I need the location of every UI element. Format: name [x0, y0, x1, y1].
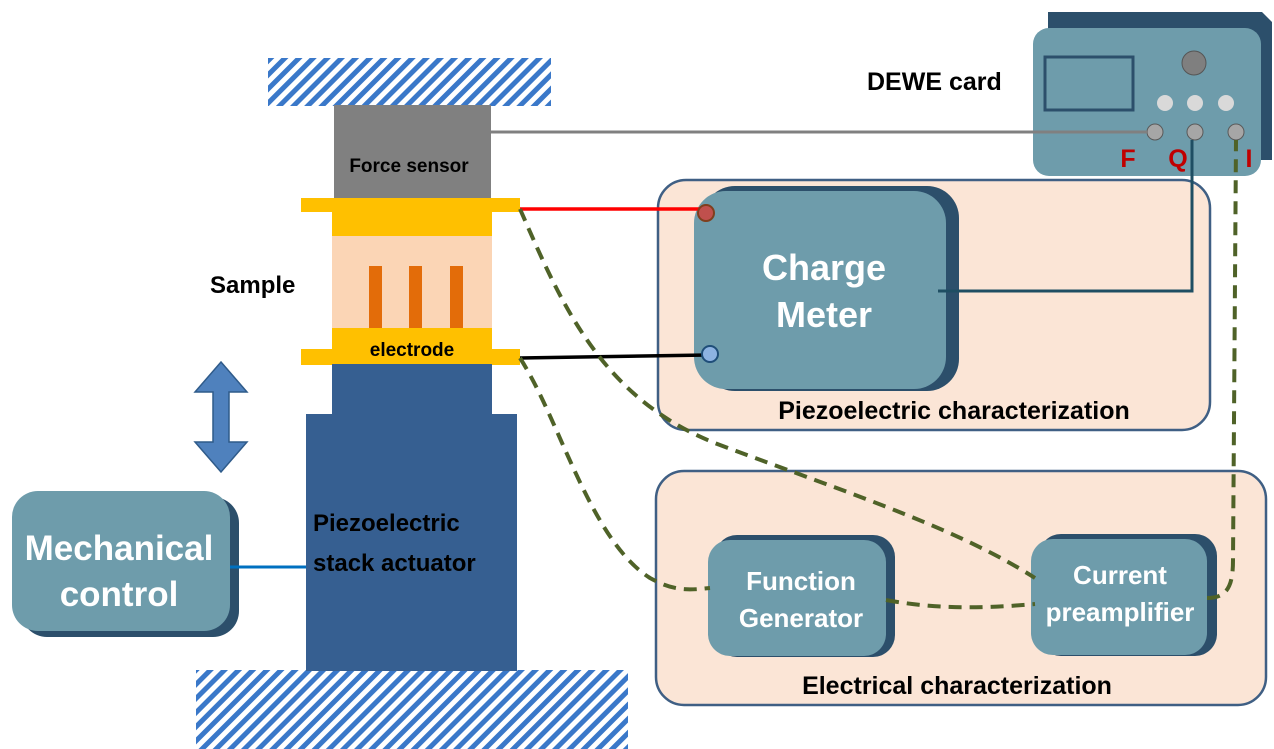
- dewe-card-button[interactable]: [1187, 95, 1203, 111]
- dashed-wire-function-generator-to-preamplifier: [885, 598, 1036, 610]
- dewe-card-port-i[interactable]: [1227, 123, 1245, 141]
- sample: [332, 234, 492, 330]
- port-label-i: I: [1246, 145, 1253, 173]
- electrical-characterization-label: Electrical characterization: [802, 672, 1112, 700]
- dewe-card-button[interactable]: [1157, 95, 1173, 111]
- bottom-fixed-support: [196, 670, 628, 749]
- actuator-label-line1: Piezoelectric: [313, 510, 460, 537]
- dewe-card[interactable]: F Q I: [1033, 12, 1272, 176]
- piezoelectric-stack-actuator: Piezoelectric stack actuator: [306, 364, 517, 671]
- movement-double-arrow: [193, 360, 249, 474]
- force-sensor-label: Force sensor: [349, 156, 469, 177]
- sample-fiber: [409, 266, 422, 330]
- force-sensor: Force sensor: [334, 105, 491, 199]
- function-generator-box[interactable]: Function Generator: [708, 535, 895, 657]
- dashed-wire-preamplifier-to-dewe-i: [1206, 139, 1238, 600]
- function-generator-label-line2: Generator: [739, 603, 863, 633]
- port-label-q: Q: [1168, 145, 1187, 173]
- sample-fiber: [450, 266, 463, 330]
- dewe-card-port-q[interactable]: [1186, 123, 1204, 141]
- function-generator-label-line1: Function: [746, 566, 856, 596]
- dewe-card-button[interactable]: [1218, 95, 1234, 111]
- port-label-f: F: [1120, 145, 1135, 173]
- charge-meter-box[interactable]: Charge Meter: [694, 186, 959, 391]
- top-electrode: [301, 198, 520, 236]
- dewe-card-label: DEWE card: [867, 68, 1002, 96]
- charge-meter-input-connector[interactable]: [697, 204, 715, 222]
- dashed-wire-top-electrode-to-preamplifier: [518, 208, 1037, 580]
- mechanical-control-label-line1: Mechanical: [25, 529, 214, 568]
- bottom-electrode: electrode: [301, 328, 520, 365]
- actuator-label-line2: stack actuator: [313, 550, 476, 577]
- current-preamplifier-label-line2: preamplifier: [1046, 597, 1195, 627]
- bottom-electrode-wire: [519, 353, 709, 360]
- current-preamplifier-box[interactable]: Current preamplifier: [1031, 534, 1217, 656]
- sample-label: Sample: [210, 272, 295, 299]
- dewe-card-port-f[interactable]: [1146, 123, 1164, 141]
- piezoelectric-characterization-label: Piezoelectric characterization: [778, 397, 1130, 425]
- dewe-card-screen: [1043, 55, 1135, 112]
- mechanical-control-box[interactable]: Mechanical control: [12, 491, 239, 637]
- charge-meter-label-line2: Meter: [776, 294, 872, 335]
- top-fixed-support: [268, 58, 551, 106]
- charge-output-wire: [938, 140, 1194, 293]
- mechanical-control-label-line2: control: [60, 575, 179, 614]
- current-preamplifier-label-line1: Current: [1073, 560, 1167, 590]
- sample-fiber: [369, 266, 382, 330]
- dewe-card-knob[interactable]: [1181, 50, 1207, 76]
- charge-meter-ground-connector[interactable]: [701, 345, 719, 363]
- dashed-wire-bottom-electrode-to-function-generator: [518, 356, 711, 592]
- electrode-label: electrode: [370, 340, 454, 361]
- charge-meter-label-line1: Charge: [762, 247, 886, 288]
